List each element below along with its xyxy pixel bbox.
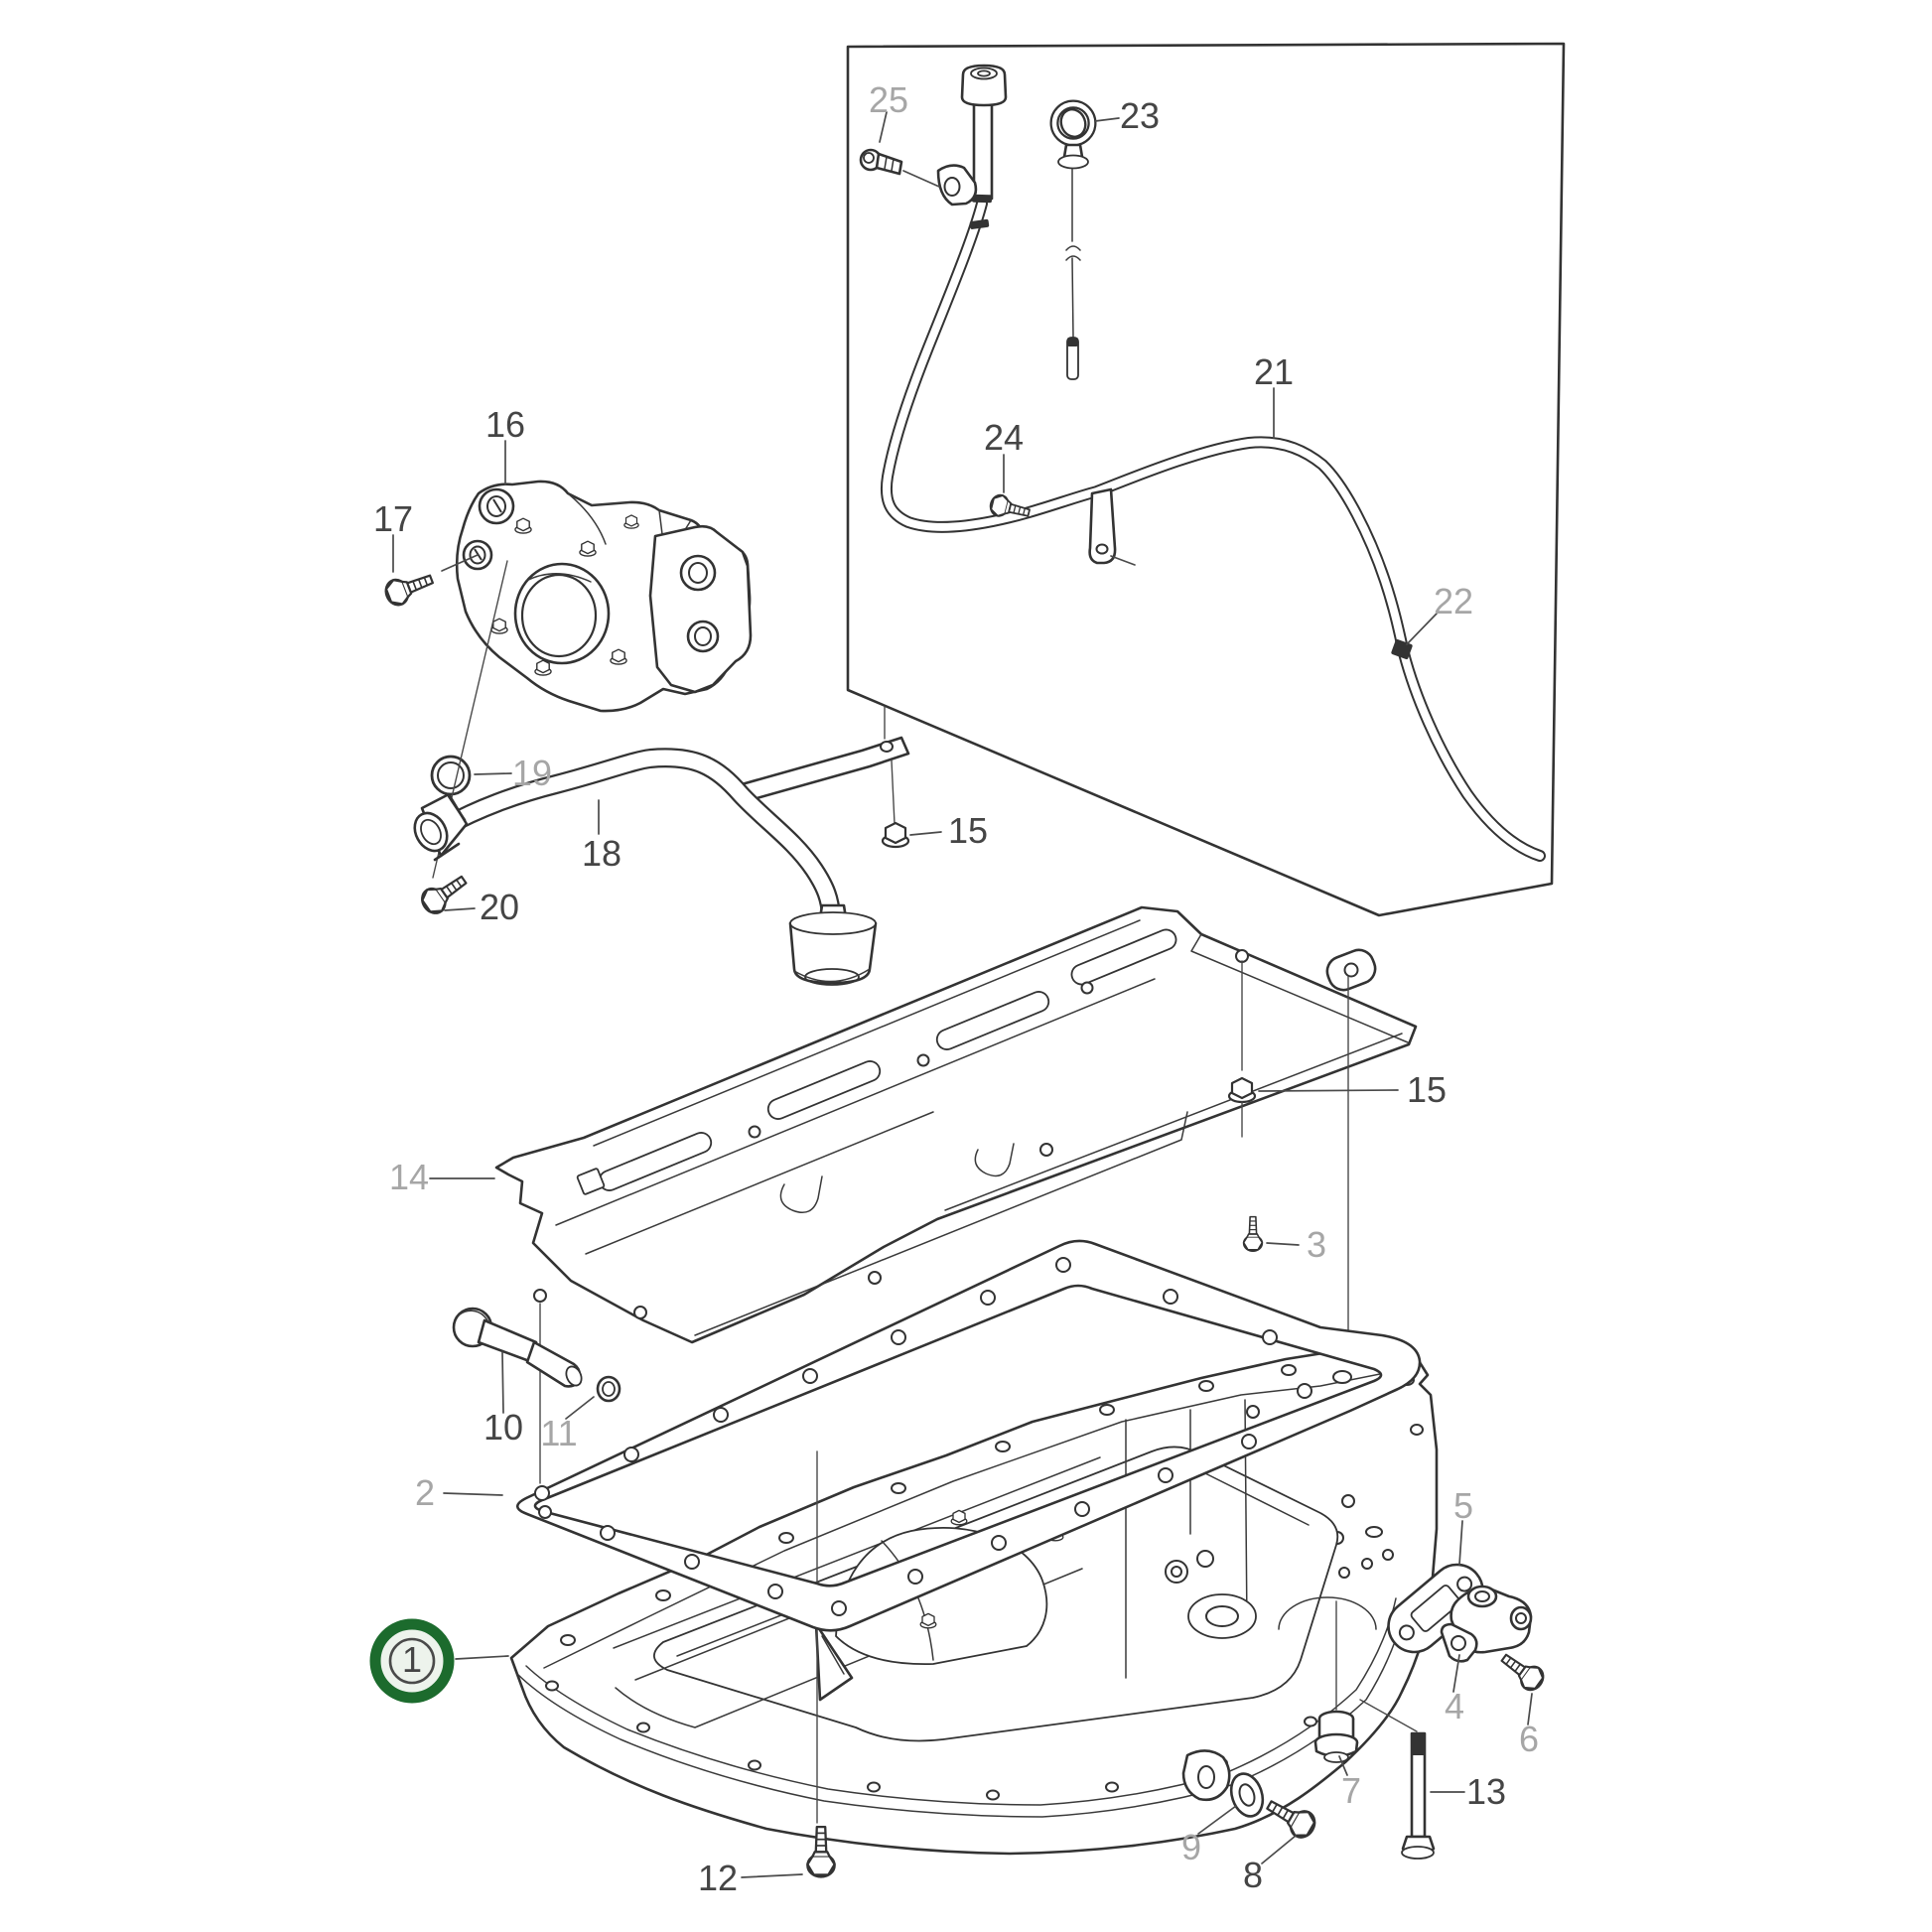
callout-9[interactable]: 9 — [1181, 1827, 1201, 1867]
callout-17[interactable]: 17 — [373, 498, 413, 539]
callout-21[interactable]: 21 — [1254, 351, 1294, 392]
bolt-17 — [380, 554, 479, 610]
callout-15-right[interactable]: 15 — [1407, 1069, 1447, 1110]
pan-gasket — [515, 1239, 1422, 1632]
callout-8[interactable]: 8 — [1243, 1855, 1263, 1895]
callout-23[interactable]: 23 — [1120, 95, 1160, 136]
bolt-25 — [859, 148, 940, 188]
o-ring-19 — [430, 755, 472, 796]
pan-to-bolt-13-line — [1359, 1699, 1418, 1732]
callout-4[interactable]: 4 — [1445, 1686, 1464, 1726]
drain-plug-7 — [1313, 1710, 1359, 1763]
washer-9 — [1229, 1772, 1265, 1818]
callout-10[interactable]: 10 — [483, 1407, 523, 1448]
callout-7[interactable]: 7 — [1341, 1770, 1361, 1811]
pickup-pipe — [413, 706, 910, 986]
nut-15-left — [881, 821, 910, 849]
windage-tray — [494, 905, 1418, 1344]
bolt-10 — [452, 1307, 583, 1388]
callout-15-left[interactable]: 15 — [948, 810, 988, 851]
callout-2[interactable]: 2 — [415, 1472, 435, 1513]
callout-20[interactable]: 20 — [480, 887, 519, 927]
valve-4 — [1440, 1585, 1533, 1663]
callout-16[interactable]: 16 — [485, 404, 525, 445]
callout-6[interactable]: 6 — [1519, 1719, 1539, 1759]
inset-frame — [846, 42, 1566, 917]
callout-13[interactable]: 13 — [1466, 1771, 1506, 1812]
highlight-callout-1[interactable]: 1 — [369, 1618, 455, 1704]
callout-14[interactable]: 14 — [389, 1157, 429, 1197]
callout-18[interactable]: 18 — [582, 833, 621, 874]
leader-lines — [392, 111, 1533, 1878]
dipstick — [1049, 99, 1097, 380]
dipstick-tube — [881, 64, 1546, 862]
oil-pump — [455, 480, 753, 713]
callout-24[interactable]: 24 — [984, 417, 1024, 458]
callout-25[interactable]: 25 — [869, 79, 908, 120]
bolt-13 — [1401, 1731, 1436, 1860]
callout-1: 1 — [402, 1639, 422, 1680]
callout-12[interactable]: 12 — [698, 1858, 738, 1898]
callout-22[interactable]: 22 — [1434, 581, 1473, 621]
o-ring-11 — [596, 1375, 621, 1403]
callout-labels: 25 23 21 24 22 16 17 19 18 15 20 14 15 3… — [373, 79, 1539, 1898]
callout-5[interactable]: 5 — [1453, 1485, 1473, 1526]
callout-11[interactable]: 11 — [540, 1413, 577, 1453]
callout-3[interactable]: 3 — [1307, 1224, 1326, 1265]
callout-19[interactable]: 19 — [512, 753, 552, 793]
nut-15-right — [1227, 960, 1257, 1138]
